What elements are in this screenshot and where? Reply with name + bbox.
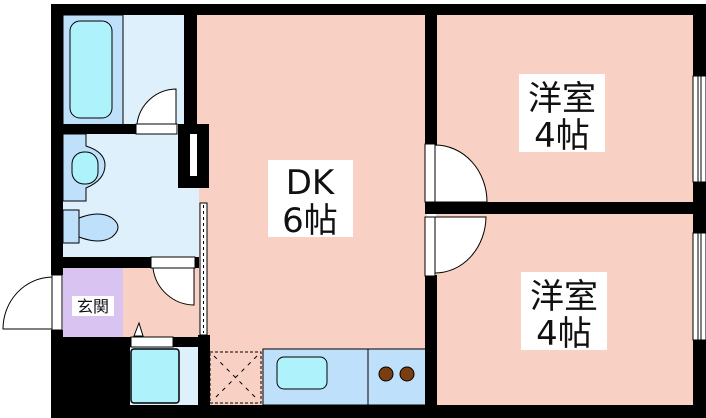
entrance-label: 玄関 xyxy=(77,297,109,316)
basin-bowl-icon xyxy=(71,151,99,185)
toilet-bowl-icon xyxy=(78,213,119,242)
bathtub-icon xyxy=(69,20,113,119)
room-2-label-bg xyxy=(521,272,607,350)
entrance-label-bg xyxy=(72,296,114,316)
washing-machine-icon xyxy=(130,348,180,404)
stove-burner-icon xyxy=(399,366,415,382)
dk-size: 6帖 xyxy=(282,201,338,241)
room-2-size: 4帖 xyxy=(536,314,592,354)
laundry-door[interactable] xyxy=(130,321,174,348)
walls xyxy=(51,4,706,418)
room-2-door[interactable] xyxy=(424,216,487,277)
entrance-door[interactable] xyxy=(2,274,63,331)
dk-label-bg xyxy=(268,160,353,237)
room-2-label: 洋室 xyxy=(530,277,598,317)
toilet-tank-icon xyxy=(62,209,80,244)
room-1-size: 4帖 xyxy=(534,116,590,156)
kitchen-sink-icon xyxy=(276,356,328,390)
fridge-cross-icon xyxy=(213,355,258,400)
stove-burner-icon xyxy=(378,366,394,382)
toilet-door[interactable] xyxy=(150,256,196,306)
wall-opening xyxy=(190,134,197,176)
fridge-space xyxy=(209,351,262,404)
dk-label: DK xyxy=(286,163,336,203)
room-1-label: 洋室 xyxy=(528,79,596,119)
room-1-label-bg xyxy=(519,74,605,152)
bathroom-door[interactable] xyxy=(135,88,178,135)
sliding-door[interactable] xyxy=(199,202,208,336)
room-1-door[interactable] xyxy=(424,143,488,203)
window-2[interactable] xyxy=(692,232,706,341)
window-1[interactable] xyxy=(692,75,706,183)
